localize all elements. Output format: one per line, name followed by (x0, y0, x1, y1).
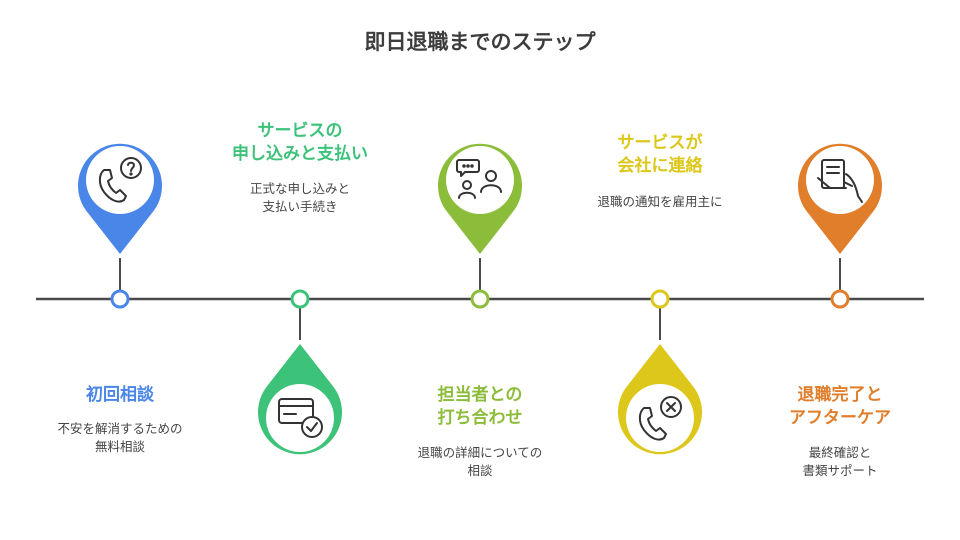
step-1-marker (78, 143, 162, 309)
step-4-description: 退職の通知を雇用主に (597, 194, 723, 209)
step-4-node (650, 289, 670, 309)
step-5-marker (797, 143, 882, 309)
step-2-title: サービスの 申し込みと支払い (232, 121, 368, 164)
people-chat-icon (456, 159, 502, 199)
step-3-title: 担当者との 打ち合わせ (437, 385, 523, 428)
document-hand-icon (817, 159, 863, 203)
step-2-node (290, 289, 310, 309)
page-title: 即日退職までのステップ (364, 30, 596, 54)
step-5-node (830, 289, 850, 309)
step-1-node (110, 289, 130, 309)
step-3-marker (438, 143, 522, 309)
credit-card-check-icon (278, 398, 323, 438)
step-3-node (470, 289, 490, 309)
step-1-description: 不安を解消するための 無料相談 (57, 421, 183, 454)
phone-cancel-icon (638, 396, 682, 441)
step-4-marker (618, 289, 702, 455)
step-5-title: 退職完了と アフターケア (789, 385, 891, 428)
phone-question-icon (98, 157, 142, 203)
step-4-title: サービスが 会社に連絡 (617, 133, 703, 176)
step-2-marker (258, 289, 342, 455)
step-5-description: 最終確認と 書類サポート (802, 445, 878, 478)
step-3-description: 退職の詳細についての 相談 (417, 445, 543, 478)
step-1-title: 初回相談 (86, 385, 154, 405)
step-2-description: 正式な申し込みと 支払い手続き (249, 181, 350, 214)
